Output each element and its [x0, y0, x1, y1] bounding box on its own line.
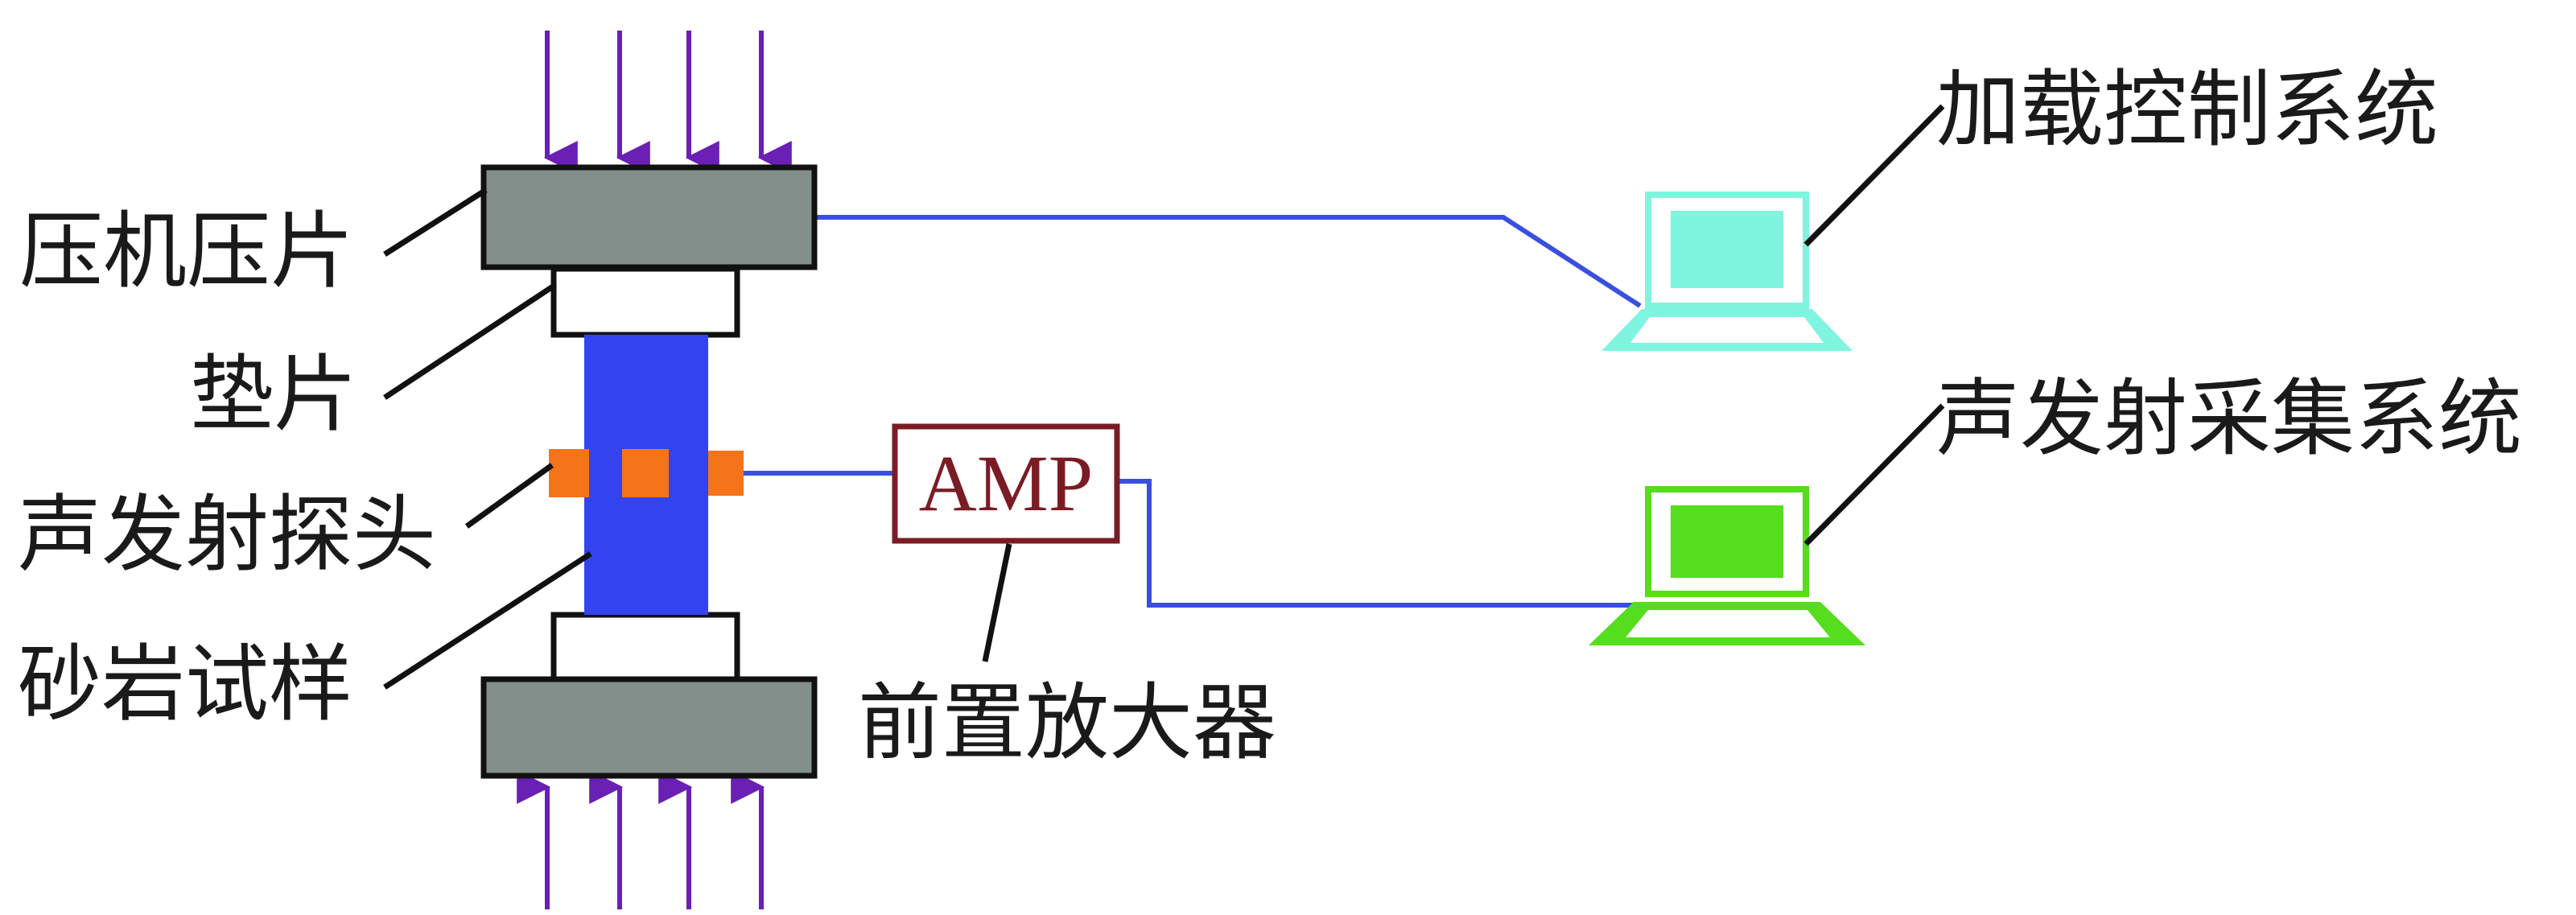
leader-sample — [383, 551, 592, 690]
ae-probe-right — [708, 451, 744, 496]
label-platen: 压机压片 — [19, 202, 354, 300]
top-pad — [550, 266, 740, 338]
leader-ae-system — [1803, 403, 1945, 546]
label-load-system: 加载控制系统 — [1936, 60, 2438, 159]
ae-probe-center — [622, 449, 669, 497]
leader-load-system — [1803, 104, 1945, 247]
label-ae-system: 声发射采集系统 — [1936, 369, 2522, 468]
label-probe: 声发射探头 — [18, 485, 436, 583]
top-press-platen — [480, 164, 818, 270]
bottom-pad — [550, 612, 740, 682]
label-preamp: 前置放大器 — [858, 674, 1276, 772]
load-control-laptop-icon — [1601, 192, 1853, 351]
bottom-load-arrows — [517, 770, 765, 909]
preamp-box — [892, 423, 1120, 544]
leader-probe — [464, 463, 554, 529]
leader-preamp — [982, 543, 1012, 662]
label-sample: 砂岩试样 — [18, 635, 352, 733]
amp-to-ae-system-wire — [1117, 479, 1640, 608]
ae-acquisition-laptop-icon — [1589, 486, 1865, 645]
load-control-wire — [814, 215, 1642, 308]
bottom-press-platen — [480, 676, 818, 779]
leader-pad — [383, 282, 557, 400]
label-pad: 垫片 — [190, 345, 357, 443]
top-load-arrows — [543, 31, 792, 175]
ae-probe-left — [549, 449, 589, 497]
leader-platen — [383, 188, 488, 257]
preamp-box-label: AMP — [919, 439, 1094, 528]
